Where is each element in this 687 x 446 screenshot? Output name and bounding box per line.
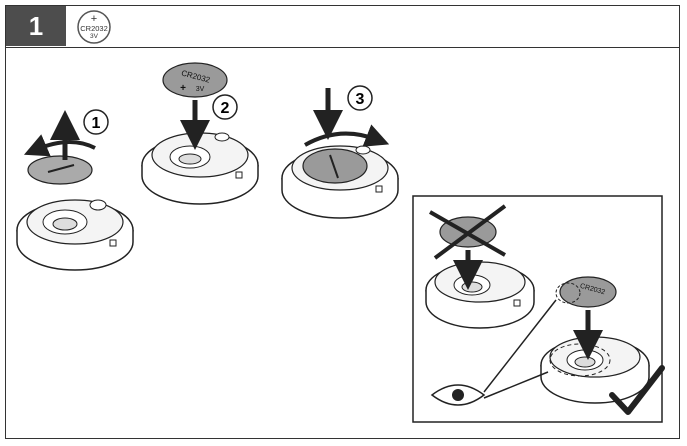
battery-model-text: CR2032	[80, 24, 108, 33]
step-number-box: 1	[6, 6, 66, 46]
polarity-inset: CR2032	[412, 195, 665, 423]
panel-header: 1 + CR2032 3V	[6, 6, 679, 48]
checkmark-icon	[609, 365, 665, 415]
battery-voltage-text: 3V	[90, 33, 99, 40]
step1-number: 1	[92, 115, 101, 132]
coin-voltage-text: 3V	[196, 86, 205, 93]
coin-polarity-text: +	[180, 83, 186, 94]
step1-illustration: 1	[16, 109, 134, 271]
step-number: 1	[28, 10, 44, 41]
instruction-panel: 1 + CR2032 3V	[5, 5, 680, 439]
step2-illustration: CR2032 + 3V 2	[141, 62, 259, 205]
step3-number: 3	[356, 91, 365, 108]
battery-icon: + CR2032 3V	[77, 10, 111, 44]
step2-number: 2	[221, 100, 230, 117]
battery-polarity-text: +	[91, 13, 97, 25]
step3-illustration: 3	[281, 85, 399, 219]
